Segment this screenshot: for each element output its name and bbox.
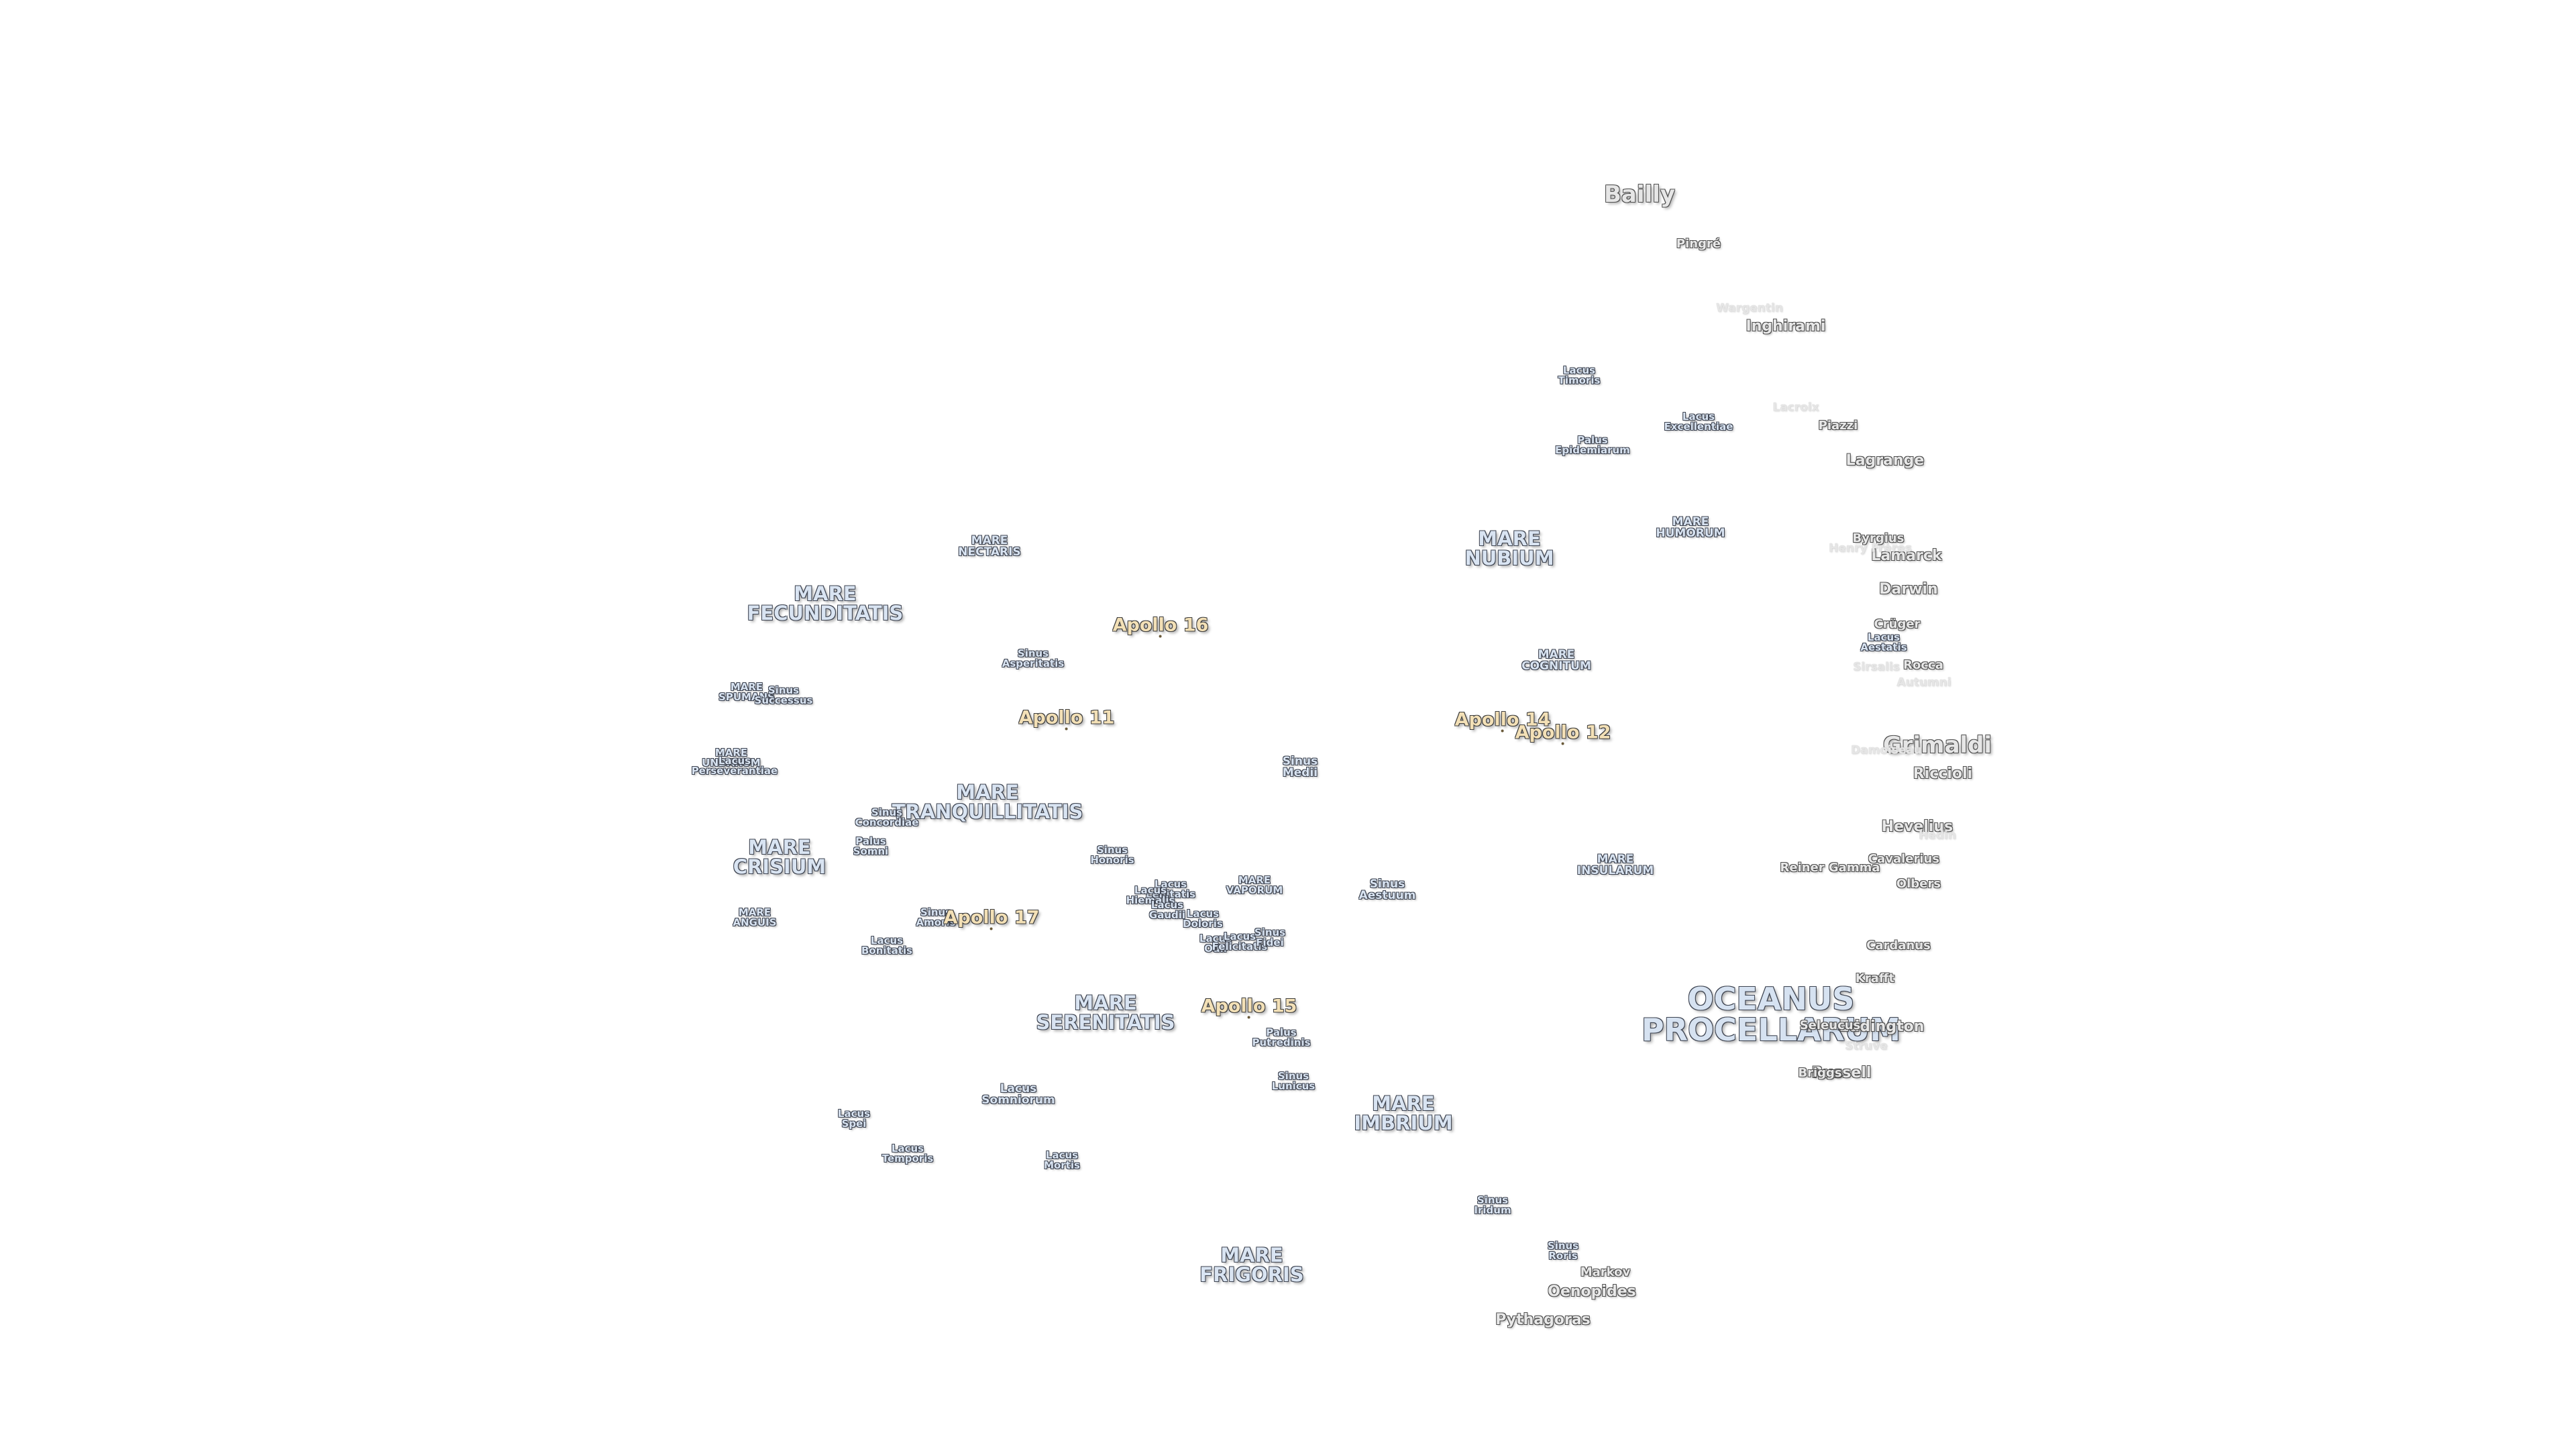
hevelius-crater-label: Hevelius [1881,818,1953,835]
oenopides-crater-label: Oenopides [1548,1283,1636,1300]
bailly-crater-label: Bailly [1604,181,1675,208]
lacus-temporis-label: Lacus Temporis [881,1142,934,1165]
krafft-crater-label: Krafft [1855,971,1895,985]
mare-frigoris-label: MARE FRIGORIS [1199,1244,1304,1286]
cruger-crater-label: Crüger [1874,617,1921,631]
wargentin-label: Wargentin [1716,301,1783,315]
sinus-amoris-label: Sinus Amoris [916,906,956,928]
lamarck-crater-label: Lamarck [1871,547,1942,564]
mare-serenitatis-label: MARE SERENITATIS [1036,991,1175,1034]
lacus-bonitatis-label: Lacus Bonitatis [861,934,913,957]
lacus-gaudii-label: Lacus Gaudii [1148,899,1186,921]
apollo-11-site-label: Apollo 11 [1018,707,1115,731]
mare-insularum-label: MARE INSULARUM [1576,853,1654,877]
apollo-14-site-label: Apollo 14 [1454,709,1551,733]
sinus-concordiae-label: Sinus Concordiae [855,806,919,828]
reiner-gamma-crater-label: Reiner Gamma [1780,861,1880,875]
olbers-crater-label: Olbers [1896,877,1941,891]
mare-spumans-label: MARE SPUMANS [718,681,775,703]
sinus-successus-label: Sinus Successus [754,684,813,706]
apollo-12-site-label: Apollo 12 [1515,722,1611,745]
lacus-timoris-label: Lacus Timoris [1558,364,1601,386]
mare-nubium-label: MARE NUBIUM [1464,527,1554,570]
oceanus-procellarum-label: OCEANUS PROCELLARUM [1641,981,1901,1048]
lacus-lenitatis-label: Lacus Lenitatis [1145,878,1196,900]
darwin-crater-label: Darwin [1879,581,1938,598]
palus-epidemiarum-label: Palus Epidemiarum [1555,434,1630,456]
damoiseau-label: Damoiseau [1850,743,1923,757]
lacus-hiemalis-label: Lacus Hiemalis [1126,884,1175,906]
apollo-15-site-label: Apollo 15 [1201,996,1297,1019]
cavalerius-crater-label: Cavalerius [1868,852,1940,866]
mare-vaporum-label: MARE VAPORUM [1226,874,1283,896]
lacus-felicitatis-label: Lacus Felicitatis [1212,930,1268,953]
mare-imbrium-label: MARE IMBRIUM [1354,1092,1453,1134]
grimaldi-crater-label: Grimaldi [1882,732,1992,759]
seleucus-crater-label: Seleucus [1799,1018,1861,1032]
mare-undarum-label: MARE UNDARUM [702,747,761,769]
lacus-spei-label: Lacus Spei [837,1108,871,1130]
mare-fecunditatis-label: MARE FECUNDITATIS [747,582,904,625]
lacus-odii-label: Lacus Odii [1199,932,1232,955]
markov-crater-label: Markov [1580,1265,1631,1279]
mare-anguis-label: MARE ANGUIS [733,906,777,928]
riccioli-crater-label: Riccioli [1913,765,1973,782]
lacus-aestatis-label: Lacus Aestatis [1860,631,1907,653]
mare-humorum-label: MARE HUMORUM [1656,515,1725,540]
pythagoras-crater-label: Pythagoras [1495,1311,1591,1328]
struve-label: Struve [1845,1039,1888,1053]
sinus-lunicus-label: Sinus Lunicus [1271,1070,1316,1092]
sinus-asperitatis-label: Sinus Asperitatis [1002,647,1065,669]
sinus-aestuum-label: Sinus Aestuum [1358,877,1416,902]
palus-putredinis-label: Palus Putredinis [1252,1026,1311,1049]
sirsalis-label: Sirsalis [1853,660,1900,674]
apollo-17-site-label: Apollo 17 [943,907,1040,930]
cardanus-crater-label: Cardanus [1866,938,1931,953]
inghirami-crater-label: Inghirami [1746,318,1826,335]
lacus-perseverantiae-label: Lacus Perseverantiae [691,755,778,777]
henry-freres-label: Henry Frères [1829,541,1912,555]
russell-crater-label: Russell [1811,1065,1872,1081]
mare-crisium-label: MARE CRISIUM [733,836,826,878]
lacus-excellentiae-label: Lacus Excellentiae [1664,411,1733,433]
mare-nectaris-label: MARE NECTARIS [958,534,1021,559]
pingre-crater-label: Pingré [1676,237,1721,251]
lacus-somniorum-label: Lacus Somniorum [981,1082,1055,1107]
mare-cognitum-label: MARE COGNITUM [1521,648,1591,673]
lacroix-label: Lacroix [1772,400,1819,415]
eddington-crater-label: Eddington [1839,1018,1925,1035]
briggs-crater-label: Briggs [1798,1066,1842,1080]
sinus-medii-label: Sinus Medii [1282,755,1318,780]
byrgius-crater-label: Byrgius [1852,531,1904,545]
palus-somni-label: Palus Somni [853,835,889,857]
sinus-roris-label: Sinus Roris [1547,1240,1579,1262]
apollo-16-site-label: Apollo 16 [1112,614,1209,638]
lacus-doloris-label: Lacus Doloris [1183,908,1223,930]
sinus-iridum-label: Sinus Iridum [1474,1194,1511,1216]
autumni-label: Autumni [1896,676,1951,690]
piazzi-crater-label: Piazzi [1818,419,1858,433]
rocca-crater-label: Rocca [1903,658,1943,672]
hedin-label: Hedin [1919,828,1956,843]
lagrange-crater-label: Lagrange [1845,452,1925,469]
mare-tranquillitatis-label: MARE TRANQUILLITATIS [892,781,1083,823]
sinus-honoris-label: Sinus Honoris [1090,844,1134,866]
sinus-fidei-label: Sinus Fidei [1254,926,1286,949]
lacus-mortis-label: Lacus Mortis [1044,1149,1080,1171]
